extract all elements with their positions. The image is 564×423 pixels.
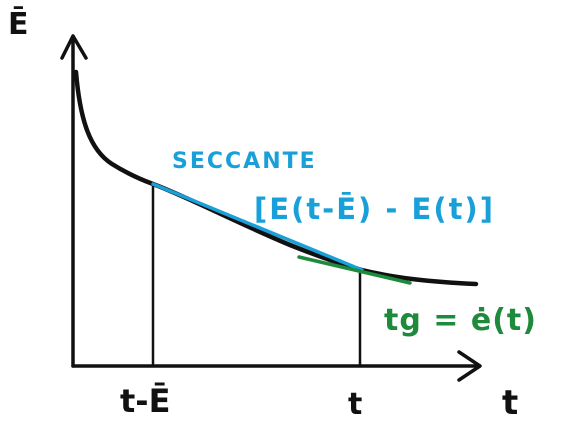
tangent-line xyxy=(297,255,412,285)
decreasing-curve xyxy=(73,69,479,287)
x-axis-arrow-icon xyxy=(457,350,482,382)
tick-label-t-minus-tau: t-Ē xyxy=(120,382,170,420)
y-axis-arrow-icon xyxy=(60,34,88,60)
y-axis-label: Ē xyxy=(8,6,29,42)
tick-label-t: t xyxy=(348,387,362,422)
secant-formula: [E(t-Ē) - E(t)] xyxy=(254,192,495,226)
y-axis xyxy=(60,34,88,368)
secant-title: SECCANTE xyxy=(172,149,317,174)
secant-line xyxy=(151,182,364,272)
tangent-formula: tg = ė(t) xyxy=(384,303,537,338)
x-axis xyxy=(71,350,482,382)
x-axis-label: t xyxy=(502,383,518,423)
